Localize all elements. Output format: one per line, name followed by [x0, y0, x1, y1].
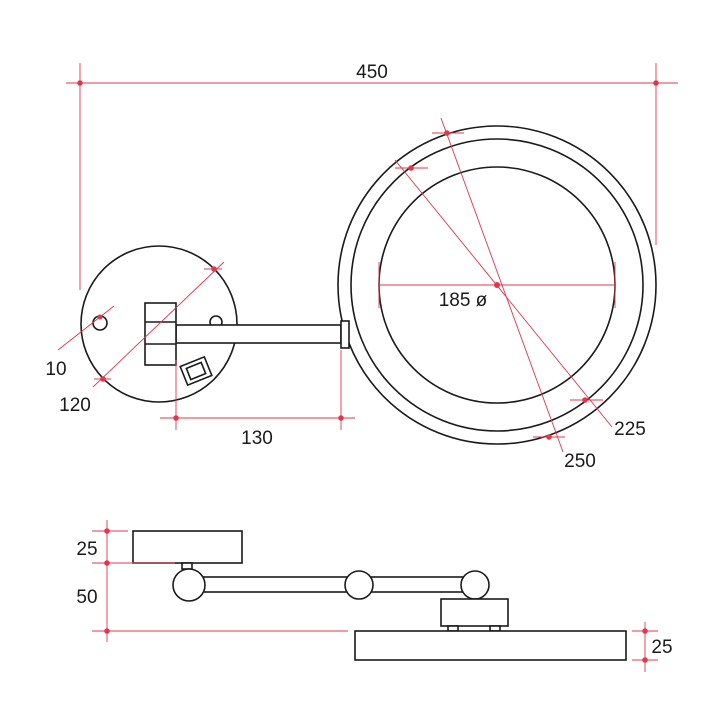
label-25-bottom: 25 [651, 637, 672, 658]
dimension-250 [432, 117, 565, 453]
dimension-450 [66, 63, 678, 290]
label-10: 10 [45, 359, 66, 380]
label-50: 50 [76, 587, 97, 608]
label-450: 450 [356, 62, 388, 83]
mirror-side [354, 630, 627, 661]
dimension-225 [394, 159, 613, 428]
top-view: 450 185 ø 225 250 [45, 62, 678, 472]
label-250: 250 [564, 451, 596, 472]
dimension-120 [92, 261, 225, 388]
mirror-middle-ring [350, 138, 644, 432]
label-225: 225 [614, 419, 646, 440]
joint-1 [172, 568, 206, 602]
side-view: 25 50 25 [76, 520, 673, 672]
dimension-side-right [632, 622, 658, 672]
switch-icon [179, 355, 213, 387]
joint-3 [460, 570, 490, 600]
mirror-mount [440, 598, 509, 627]
label-185: 185 ø [439, 290, 488, 311]
dimension-side-left [92, 520, 348, 642]
arm [175, 324, 342, 344]
mirror-outer-ring [337, 125, 657, 445]
joint-2 [344, 570, 374, 600]
arm-joint [340, 320, 350, 349]
label-25-top: 25 [76, 539, 97, 560]
dimension-130 [160, 350, 355, 430]
dimension-10 [57, 305, 115, 351]
label-130: 130 [241, 428, 273, 449]
arm-side [187, 576, 479, 593]
label-120: 120 [59, 395, 91, 416]
plate-side [132, 530, 243, 564]
wall-plate [80, 245, 238, 403]
